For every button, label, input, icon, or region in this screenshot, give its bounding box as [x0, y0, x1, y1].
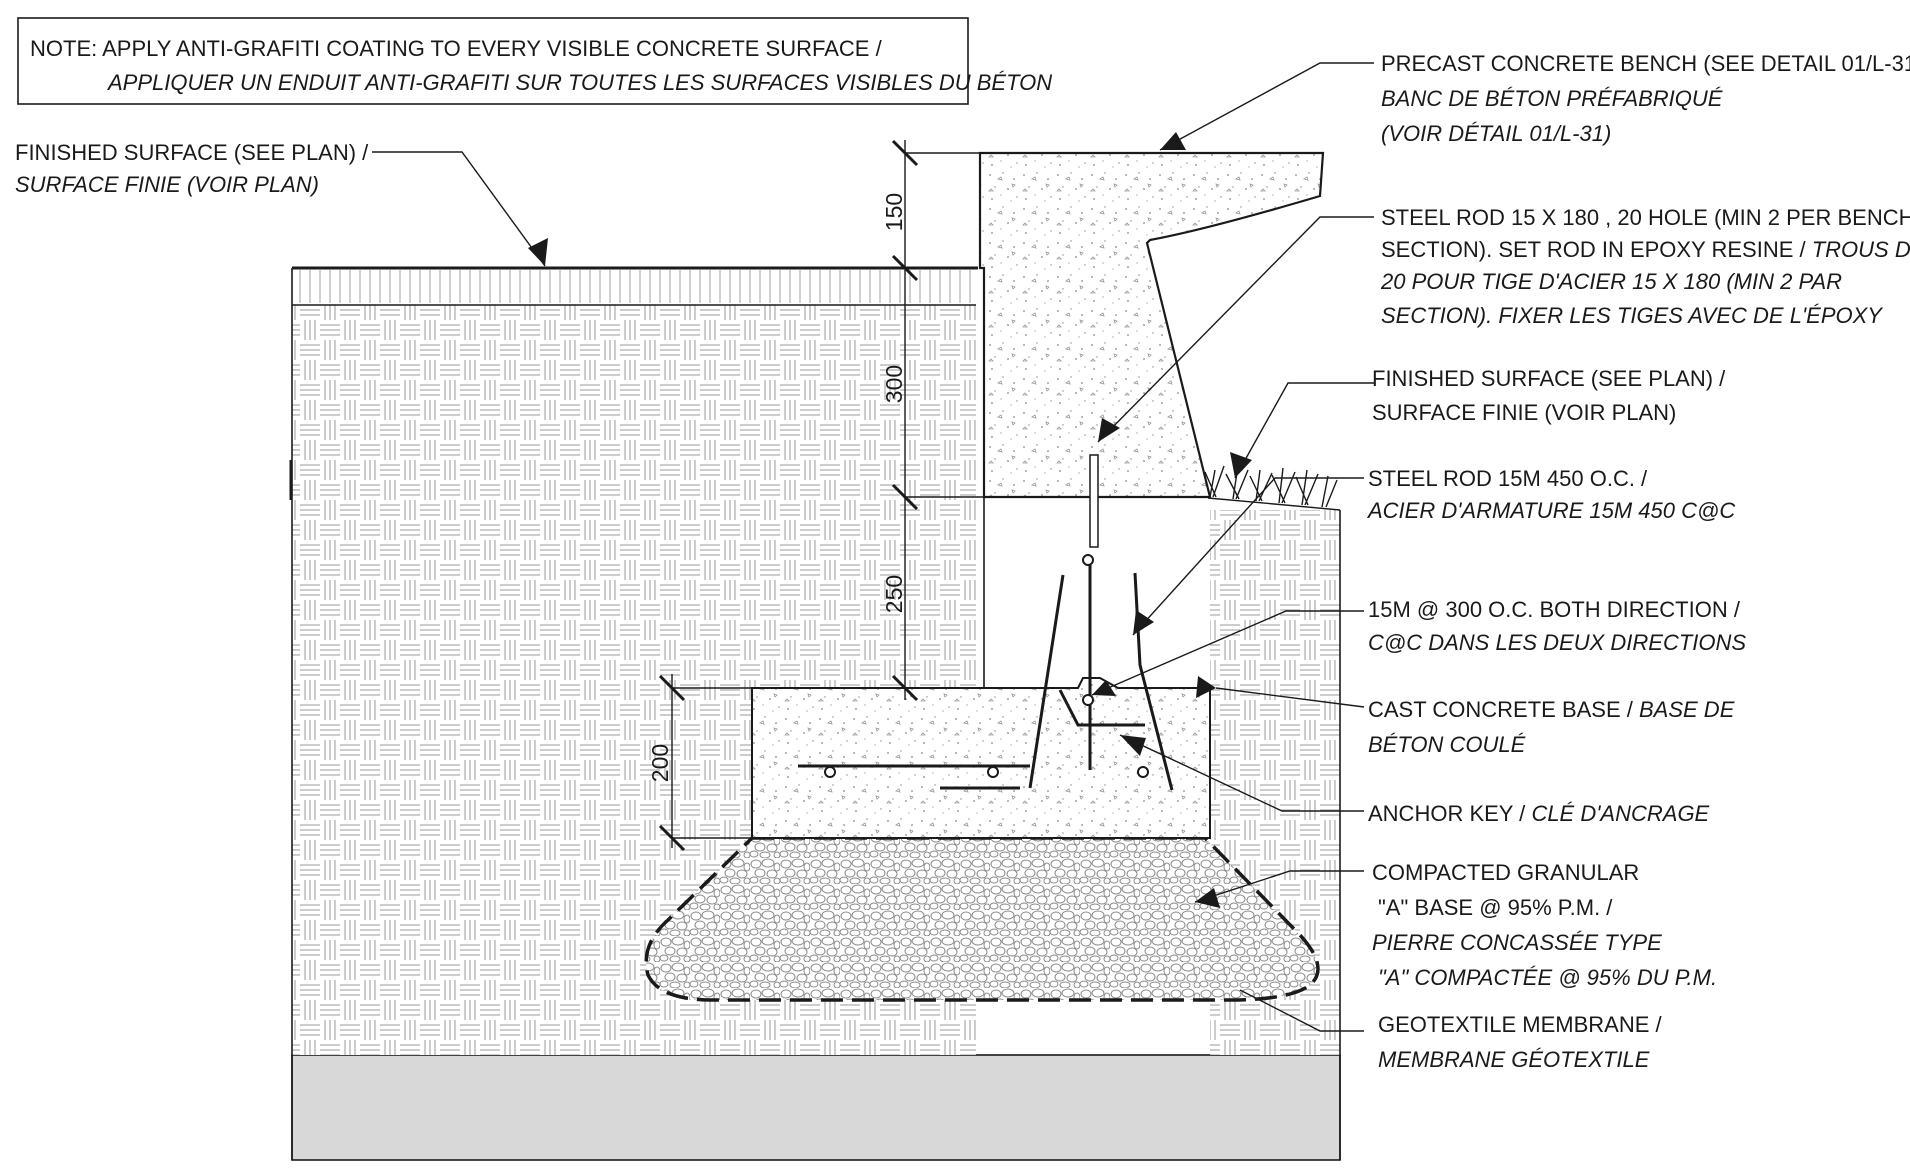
geotextile-label: GEOTEXTILE MEMBRANE / — [1378, 1012, 1662, 1037]
rebar-bars-cross-section — [824, 554, 1149, 778]
steel-rod-hole-label-4: SECTION). FIXER LES TIGES AVEC DE L'ÉPOX… — [1381, 303, 1883, 328]
granular-label-fr-2: "A" COMPACTÉE @ 95% DU P.M. — [1378, 965, 1717, 990]
steel-rod-hole-label-3: 20 POUR TIGE D'ACIER 15 X 180 (MIN 2 PAR — [1380, 269, 1842, 294]
anchor-key-label: ANCHOR KEY / CLÉ D'ANCRAGE — [1368, 801, 1710, 826]
granular-label-2: "A" BASE @ 95% P.M. / — [1378, 895, 1613, 920]
finished-surface-band-left — [292, 268, 976, 305]
geotextile-label-fr: MEMBRANE GÉOTEXTILE — [1378, 1047, 1650, 1072]
dimension-lines — [671, 140, 984, 848]
steel-rod-hole-label-1: STEEL ROD 15 X 180 , 20 HOLE (MIN 2 PER … — [1381, 205, 1910, 230]
dimension-200: 200 — [647, 744, 673, 782]
granular-label-1: COMPACTED GRANULAR — [1372, 860, 1639, 885]
grass-tufts — [1204, 465, 1341, 511]
finished-surface-right-label: FINISHED SURFACE (SEE PLAN) / — [1372, 366, 1726, 391]
reinforcing-steel — [798, 562, 1174, 791]
dimension-250: 250 — [881, 575, 907, 613]
compacted-granular-base — [644, 836, 1320, 1002]
cast-concrete-base — [751, 677, 1211, 839]
bench-label-fr-1: BANC DE BÉTON PRÉFABRIQUÉ — [1381, 86, 1723, 111]
dimension-300: 300 — [881, 365, 907, 403]
subgrade-base-band — [291, 1054, 1341, 1161]
finished-surface-left-label: FINISHED SURFACE (SEE PLAN) / — [15, 140, 369, 165]
both-direction-label-fr: C@C DANS LES DEUX DIRECTIONS — [1368, 630, 1746, 655]
bench-label-fr-2: (VOIR DÉTAIL 01/L-31) — [1381, 121, 1611, 146]
cast-base-label: CAST CONCRETE BASE / BASE DE — [1368, 697, 1735, 722]
granular-label-fr-1: PIERRE CONCASSÉE TYPE — [1372, 930, 1662, 955]
anchor-steel-rod — [1089, 454, 1099, 548]
finished-surface-left-label-fr: SURFACE FINIE (VOIR PLAN) — [15, 172, 319, 197]
bench-label: PRECAST CONCRETE BENCH (SEE DETAIL 01/L-… — [1381, 51, 1910, 76]
finished-surface-right-label-fr: SURFACE FINIE (VOIR PLAN) — [1372, 400, 1676, 425]
note-line-french: APPLIQUER UN ENDUIT ANTI-GRAFITI SUR TOU… — [106, 70, 1052, 95]
leader-lines — [372, 62, 1374, 1032]
dimension-ticks — [658, 139, 919, 852]
steel-rod-oc-label-fr: ACIER D'ARMATURE 15M 450 C@C — [1366, 498, 1735, 523]
finished-surface-hatch-left — [299, 270, 971, 303]
steel-rod-oc-label: STEEL ROD 15M 450 O.C. / — [1368, 466, 1648, 491]
dimension-150: 150 — [881, 193, 907, 231]
precast-concrete-bench — [978, 151, 1325, 499]
cast-base-label-fr: BÉTON COULÉ — [1368, 732, 1526, 757]
note-line-english: NOTE: APPLY ANTI-GRAFITI COATING TO EVER… — [30, 36, 883, 61]
steel-rod-hole-label-2: SECTION). SET ROD IN EPOXY RESINE / TROU… — [1381, 237, 1910, 262]
leader-arrowheads — [528, 132, 1252, 908]
both-direction-label: 15M @ 300 O.C. BOTH DIRECTION / — [1368, 597, 1741, 622]
note-box — [17, 17, 969, 105]
